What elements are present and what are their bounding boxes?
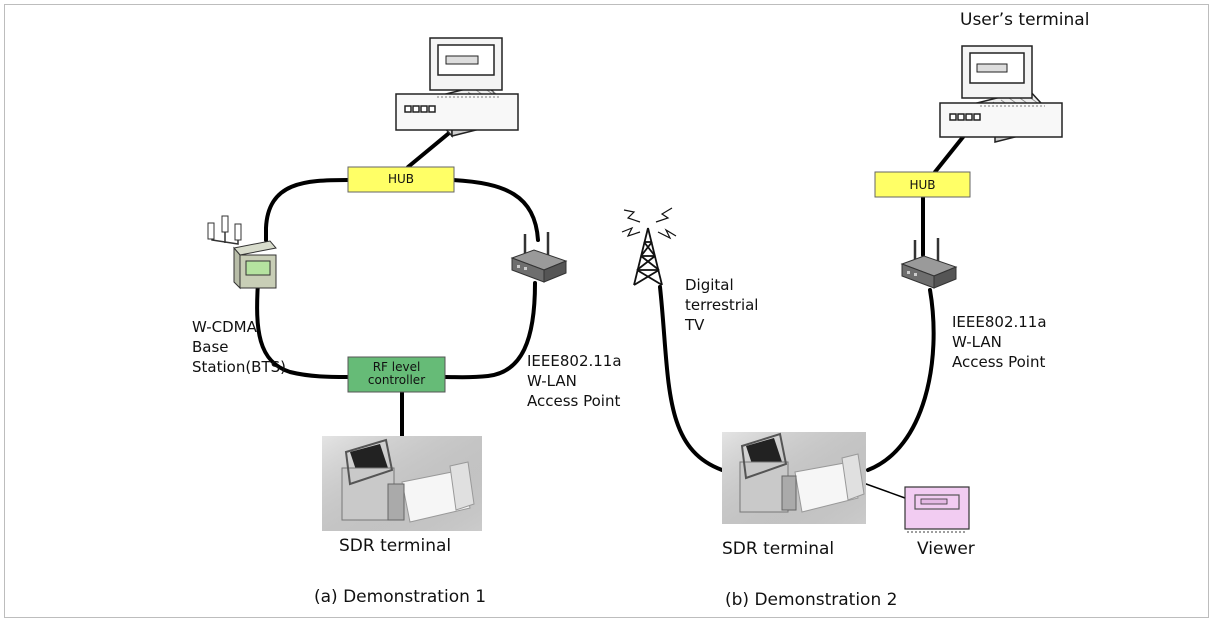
rf-controller-box <box>347 356 446 393</box>
hub-label-2: HUB <box>909 178 936 192</box>
bts-label: W-CDMA Base Station(BTS) <box>192 318 287 376</box>
access-point-icon <box>510 232 568 283</box>
user-terminal-icon <box>939 45 1063 143</box>
caption-demonstration-2: (b) Demonstration 2 <box>725 590 898 610</box>
hub-label: HUB <box>387 172 415 186</box>
link-bts-to-rf <box>255 280 350 379</box>
hub-box <box>347 166 455 193</box>
sdr-terminal-image <box>322 436 482 531</box>
access-point-label-2: IEEE802.11a W-LAN Access Point <box>952 313 1047 371</box>
link-ap2-to-sdr2 <box>866 288 936 472</box>
broadcast-tower-icon <box>621 207 677 286</box>
sdr-terminal-label-2: SDR terminal <box>722 539 835 559</box>
caption-demonstration-1: (a) Demonstration 1 <box>314 587 487 607</box>
demo2-links <box>658 135 965 499</box>
sdr-terminal-label: SDR terminal <box>339 536 452 556</box>
link-tower-to-sdr2 <box>658 285 724 472</box>
link-hub-to-ap1 <box>451 178 540 242</box>
tv-label: Digital terrestrial TV <box>685 276 759 334</box>
viewer-device-icon <box>904 486 970 533</box>
access-point-label: IEEE802.11a W-LAN Access Point <box>527 352 622 410</box>
link-hub-to-bts <box>264 178 350 242</box>
hub-box-2 <box>874 171 971 198</box>
viewer-label: Viewer <box>917 539 975 559</box>
sdr-terminal-image-2 <box>722 432 866 524</box>
user-terminal-label: User’s terminal <box>960 10 1090 30</box>
access-point-icon-2 <box>900 238 958 289</box>
base-station-icon <box>207 215 277 290</box>
computer-icon <box>395 37 519 138</box>
link-ap1-to-rf <box>443 281 537 380</box>
link-pc2-to-hub2 <box>933 135 965 174</box>
rf-controller-label: RF level controller <box>367 360 426 387</box>
